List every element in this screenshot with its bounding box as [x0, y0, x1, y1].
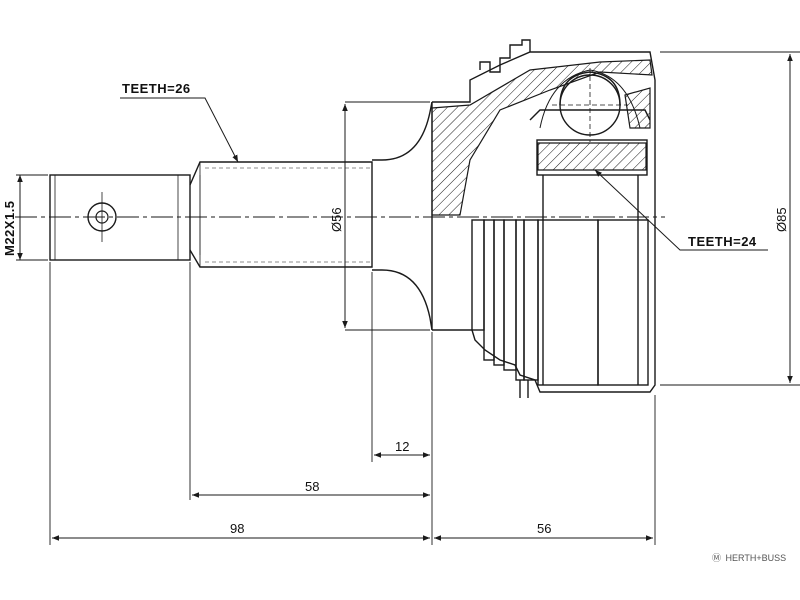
flange-width-label: 12 — [395, 439, 409, 454]
thread-dimension-label: M22X1.5 — [2, 200, 17, 256]
spline-shaft — [189, 161, 373, 268]
ball-crosshair — [552, 68, 628, 142]
callout-joint-teeth: TEETH=24 — [688, 234, 757, 249]
joint-length-label: 56 — [537, 521, 551, 536]
dimension-lines — [17, 54, 793, 541]
outer-diameter-label: Ø85 — [774, 207, 789, 232]
spline-length-label: 58 — [305, 479, 319, 494]
brand-watermark: Ⓜ HERTH+BUSS — [712, 553, 786, 563]
hatched-sections — [431, 59, 653, 216]
extension-lines — [16, 51, 800, 545]
brand-text: HERTH+BUSS — [726, 553, 787, 563]
shaft-length-label: 98 — [230, 521, 244, 536]
shaft-diameter-label: Ø56 — [329, 207, 344, 232]
leader-lines — [120, 97, 768, 251]
brand-mark-icon: Ⓜ — [712, 553, 721, 563]
callout-shaft-teeth: TEETH=26 — [122, 81, 191, 96]
